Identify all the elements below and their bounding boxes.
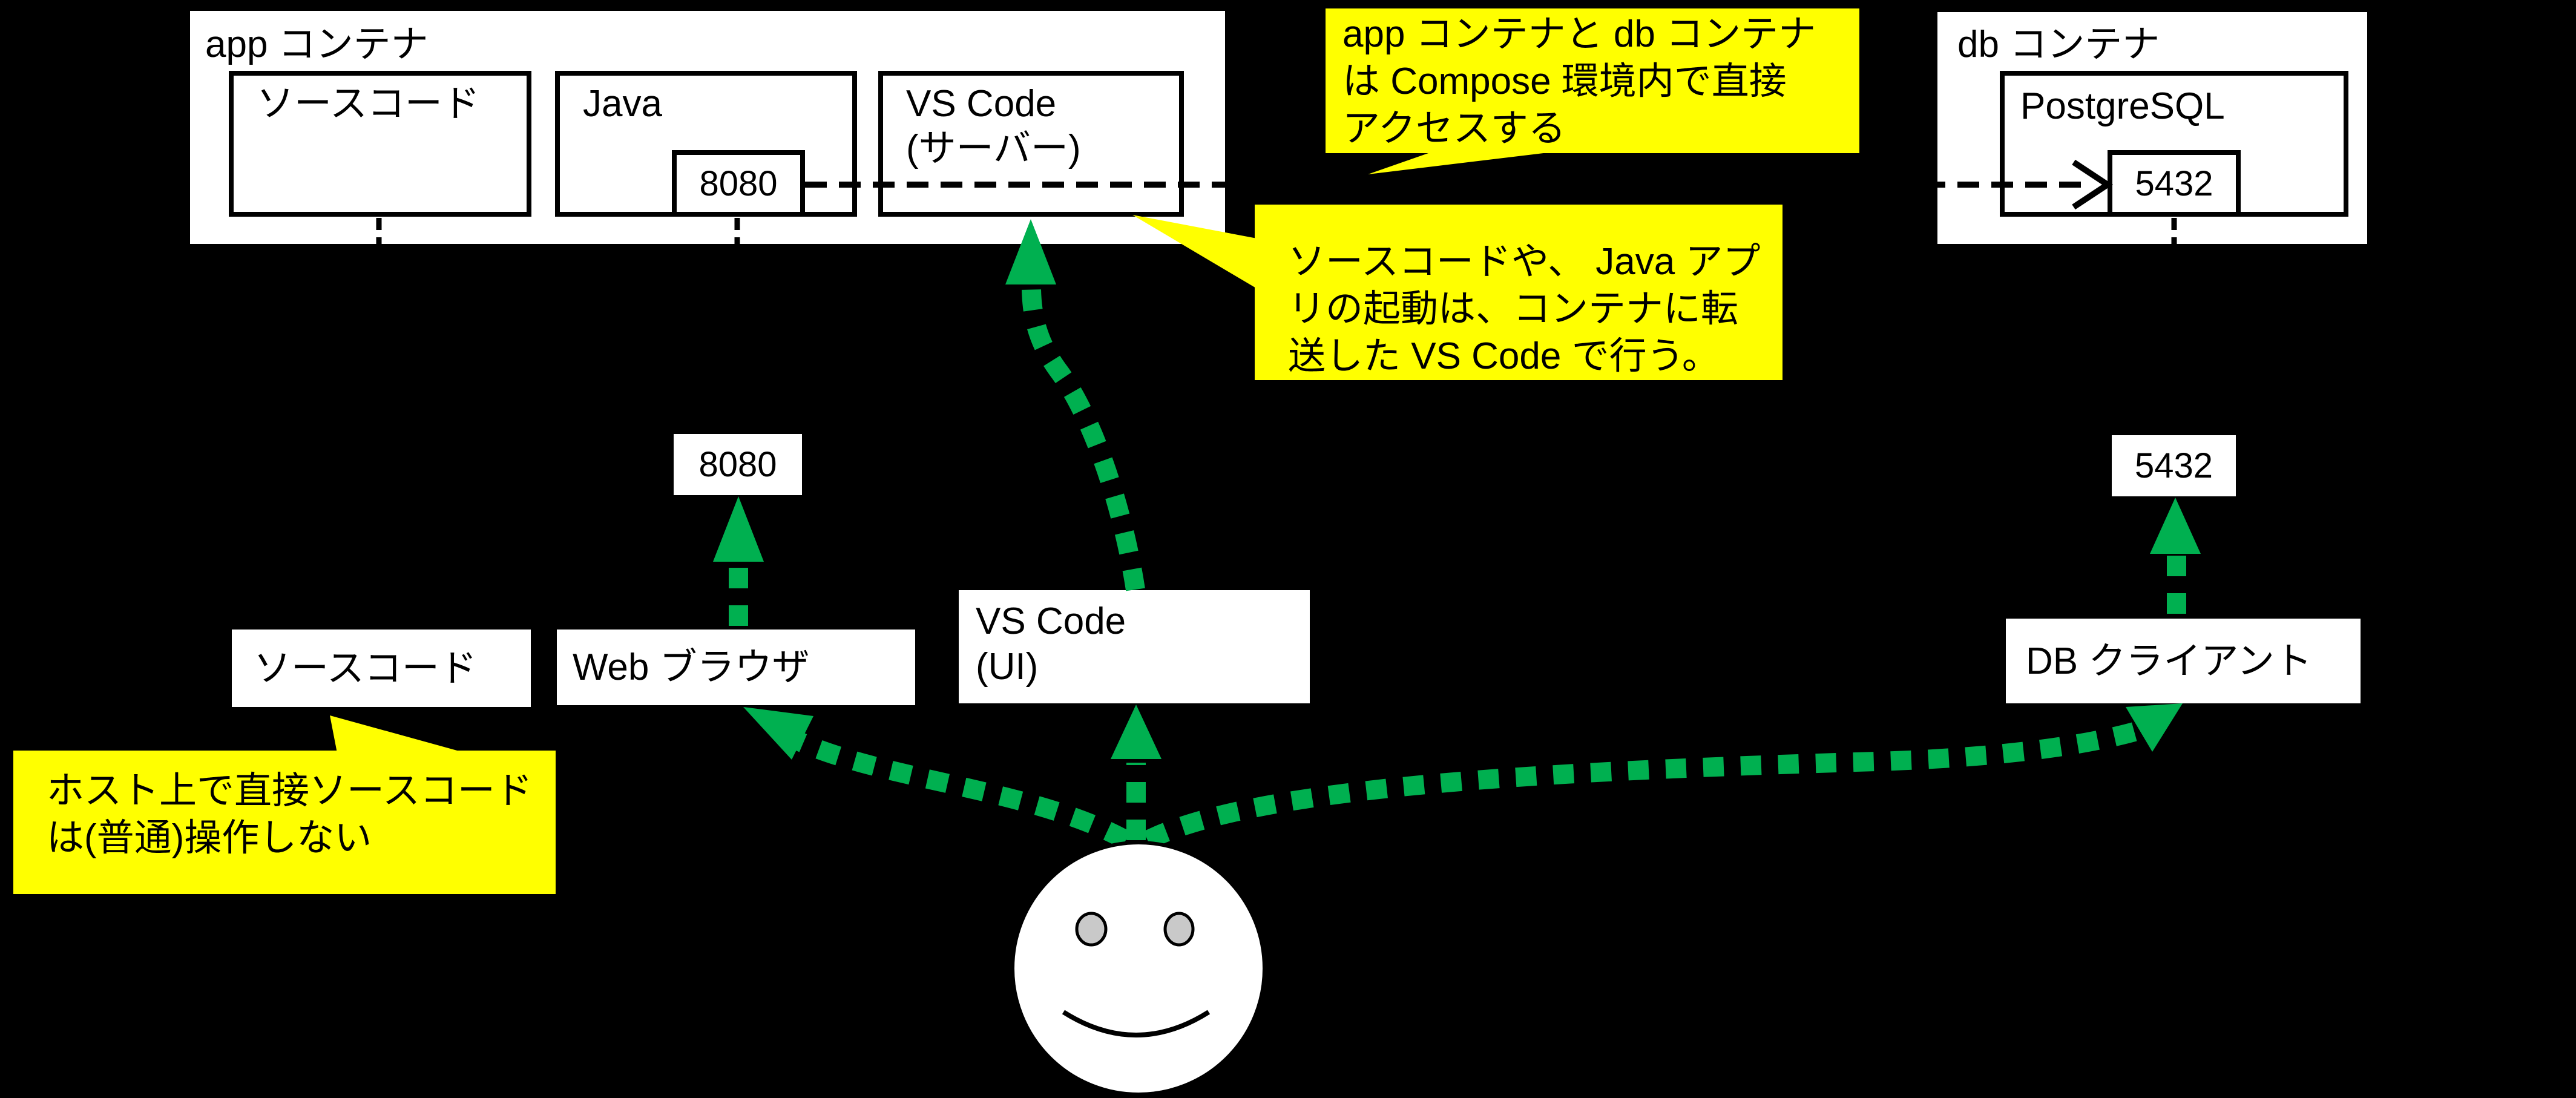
container-postgresql-label: PostgreSQL bbox=[2020, 85, 2225, 127]
host-source-code-box: ソースコード bbox=[232, 630, 531, 707]
note-host-source-line2: は(普通)操作しない bbox=[47, 817, 372, 859]
host-vscode-ui-label-line1: VS Code bbox=[976, 600, 1126, 642]
container-port-8080-label: 8080 bbox=[699, 163, 778, 203]
host-port-5432-label: 5432 bbox=[2134, 446, 2213, 485]
container-vscode-server-box: VS Code (サーバー) bbox=[878, 71, 1184, 217]
container-vscode-server-label-line1: VS Code bbox=[906, 83, 1057, 125]
arrow-user-to-dbclient bbox=[1143, 703, 2183, 849]
container-source-code-box: ソースコード bbox=[229, 71, 531, 217]
host-db-client-label: DB クライアント bbox=[2026, 640, 2312, 682]
host-port-8080-box: 8080 bbox=[674, 434, 802, 495]
smiley-right-eye bbox=[1163, 912, 1195, 947]
host-web-browser-box: Web ブラウザ bbox=[557, 630, 915, 705]
container-java-label: Java bbox=[583, 83, 662, 125]
container-source-code-label: ソースコード bbox=[257, 83, 480, 125]
note-compose-access: app コンテナと db コンテナ は Compose 環境内で直接 アクセスす… bbox=[1326, 8, 1859, 153]
note-vscode-line2: リの起動は、コンテナに転 bbox=[1288, 288, 1739, 330]
note-vscode-transfer: ソースコードや、 Java アプ リの起動は、コンテナに転 送した VS Cod… bbox=[1255, 205, 1782, 380]
note-compose-line3: アクセスする bbox=[1342, 108, 1566, 150]
container-vscode-server-label-line2: (サーバー) bbox=[906, 128, 1081, 169]
note-vscode-line1: ソースコードや、 Java アプ bbox=[1288, 241, 1761, 283]
note-host-source-line1: ホスト上で直接ソースコード bbox=[47, 770, 533, 812]
note-vscode-line3: 送した VS Code で行う。 bbox=[1288, 335, 1720, 377]
container-port-5432-label: 5432 bbox=[2135, 163, 2213, 203]
smiley-left-eye bbox=[1075, 912, 1108, 947]
arrow-browser-to-8080 bbox=[713, 496, 764, 626]
arrow-vscode-ui-to-server bbox=[1005, 219, 1145, 591]
container-port-5432-box: 5432 bbox=[2108, 150, 2241, 217]
container-port-8080-box: 8080 bbox=[672, 150, 805, 217]
note-compose-line2: は Compose 環境内で直接 bbox=[1342, 61, 1787, 102]
db-container-title: db コンテナ bbox=[1957, 24, 2160, 65]
host-source-code-label: ソースコード bbox=[254, 647, 477, 689]
host-port-8080-label: 8080 bbox=[698, 445, 777, 484]
arrow-user-to-browser bbox=[743, 707, 1131, 849]
host-port-5432-box: 5432 bbox=[2112, 435, 2236, 496]
arrow-user-to-vscode-ui bbox=[1111, 705, 1162, 840]
note-host-source-warning: ホスト上で直接ソースコード は(普通)操作しない bbox=[13, 751, 556, 894]
smiley-mouth bbox=[1062, 1010, 1211, 1037]
note-compose-tail bbox=[1368, 153, 1543, 174]
host-web-browser-label: Web ブラウザ bbox=[573, 646, 810, 688]
host-db-client-box: DB クライアント bbox=[2006, 619, 2361, 703]
host-vscode-ui-box: VS Code (UI) bbox=[959, 590, 1310, 703]
smiley-face-icon bbox=[1011, 841, 1266, 1096]
app-container-title: app コンテナ bbox=[205, 24, 429, 65]
note-host-source-tail bbox=[330, 715, 466, 753]
note-compose-line1: app コンテナと db コンテナ bbox=[1342, 13, 1816, 55]
arrow-dbclient-to-5432 bbox=[2150, 498, 2201, 614]
host-vscode-ui-label-line2: (UI) bbox=[976, 646, 1039, 688]
